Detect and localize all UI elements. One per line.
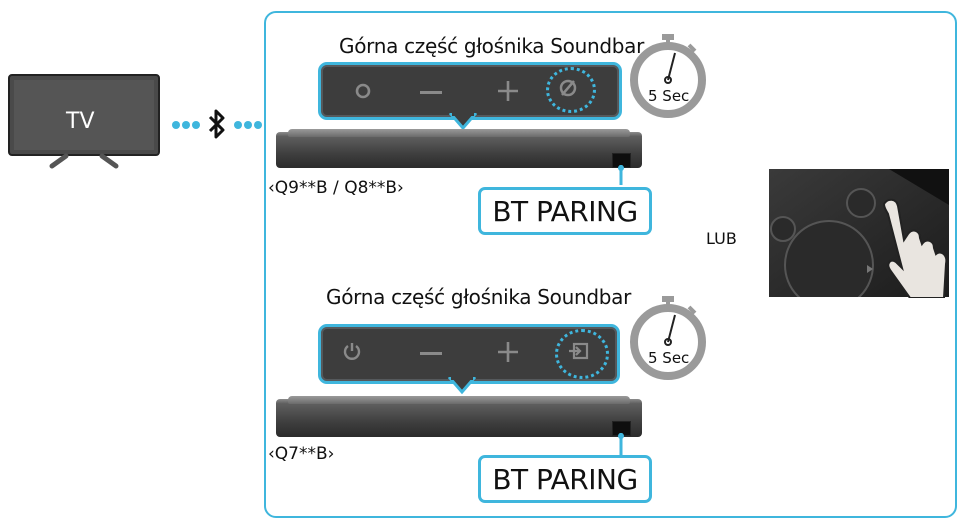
section1-port-connector (618, 165, 624, 185)
minus-icon (420, 352, 442, 355)
section1-soundbar (276, 132, 642, 168)
hand-icon (882, 198, 948, 298)
section2-port-connector (618, 433, 624, 455)
section1-panel-pointer (448, 113, 478, 131)
section1-model: ‹Q9**B / Q8**B› (268, 178, 404, 198)
section2-timer-label: 5 Sec (648, 349, 690, 367)
instructions-frame (264, 11, 957, 518)
multifunction-icon (559, 79, 577, 97)
section1-bt-pairing-label: BT PARING (478, 187, 652, 235)
section1-heading: Górna część głośnika Soundbar (339, 34, 645, 58)
section1-timer-label: 5 Sec (648, 87, 690, 105)
input-source-icon (569, 342, 589, 360)
section2-panel-pointer (447, 377, 477, 395)
section2-highlight-ring (555, 329, 609, 379)
bluetooth-icon (208, 109, 225, 139)
section1-highlight-ring (546, 67, 596, 113)
section2-soundbar-top (288, 396, 630, 404)
plus-icon (498, 342, 518, 362)
tv-icon (8, 74, 160, 169)
section2-soundbar (276, 399, 642, 437)
tv-label: TV (66, 109, 95, 134)
or-label: LUB (706, 229, 737, 248)
section1-soundbar-top (288, 129, 630, 137)
section2-model: ‹Q7**B› (268, 444, 335, 464)
bluetooth-connection (172, 121, 262, 129)
power-icon (343, 343, 361, 360)
plus-icon (498, 81, 518, 101)
circle-power-icon (355, 83, 371, 99)
section2-heading: Górna część głośnika Soundbar (326, 285, 632, 309)
stopwatch-icon (630, 296, 706, 380)
stopwatch-icon (630, 34, 706, 118)
section2-bt-pairing-label: BT PARING (478, 455, 652, 503)
minus-icon (420, 91, 442, 94)
